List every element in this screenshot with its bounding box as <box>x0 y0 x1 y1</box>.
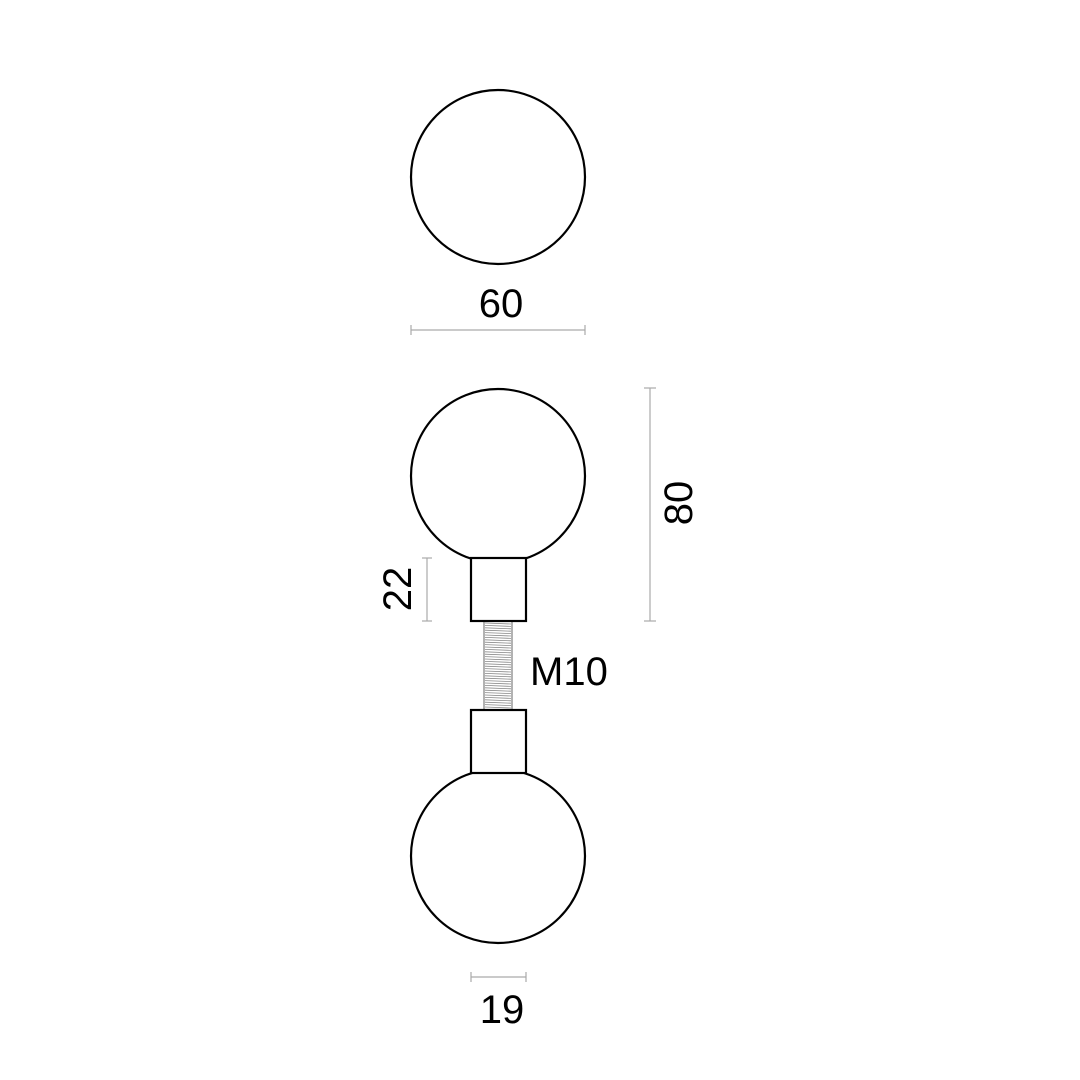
collar-width-label: 19 <box>480 988 525 1032</box>
thread-line <box>484 653 512 656</box>
thread-line <box>484 665 512 668</box>
thread-line <box>484 704 512 706</box>
thread-line <box>484 682 512 685</box>
thread-line <box>484 661 512 663</box>
m10-thread <box>483 620 513 711</box>
thread-line <box>484 685 512 687</box>
collar-width-dimension-line <box>470 972 527 982</box>
thread-line <box>484 649 512 651</box>
thread-line <box>484 658 512 661</box>
thread-line <box>484 632 512 634</box>
lower-knob-ball <box>409 767 587 945</box>
thread-line <box>484 706 512 709</box>
thread-line <box>484 634 512 637</box>
collar-height-dimension-line <box>422 557 432 622</box>
total-height-dimension-line <box>644 387 656 622</box>
thread-line <box>484 668 512 670</box>
thread-line <box>484 677 512 680</box>
total-height-label: 80 <box>657 481 701 526</box>
diameter-label: 60 <box>479 282 524 326</box>
thread-line <box>484 641 512 644</box>
thread-line <box>484 675 512 678</box>
top-view-knob <box>409 88 587 266</box>
thread-line <box>484 699 512 702</box>
thread-line <box>484 644 512 646</box>
upper-knob-ball <box>409 387 587 565</box>
collar-height-label: 22 <box>376 567 420 612</box>
thread-line <box>484 625 512 627</box>
thread-line <box>484 670 512 673</box>
thread-line <box>484 692 512 694</box>
thread-line <box>484 689 512 692</box>
thread-line <box>484 637 512 639</box>
diameter-dimension-line <box>410 325 586 335</box>
thread-line <box>484 656 512 658</box>
thread-line <box>484 701 512 704</box>
thread-line <box>484 687 512 690</box>
thread-line <box>484 673 512 675</box>
thread-line <box>484 697 512 699</box>
upper-collar <box>469 556 528 623</box>
thread-line <box>484 622 512 625</box>
thread-line <box>484 629 512 632</box>
thread-line <box>484 651 512 654</box>
thread-line <box>484 663 512 666</box>
thread-line <box>484 639 512 642</box>
thread-label: M10 <box>530 650 608 694</box>
thread-line <box>484 680 512 682</box>
lower-collar <box>469 708 528 775</box>
thread-line <box>484 646 512 649</box>
thread-line <box>484 694 512 697</box>
thread-line <box>484 627 512 630</box>
